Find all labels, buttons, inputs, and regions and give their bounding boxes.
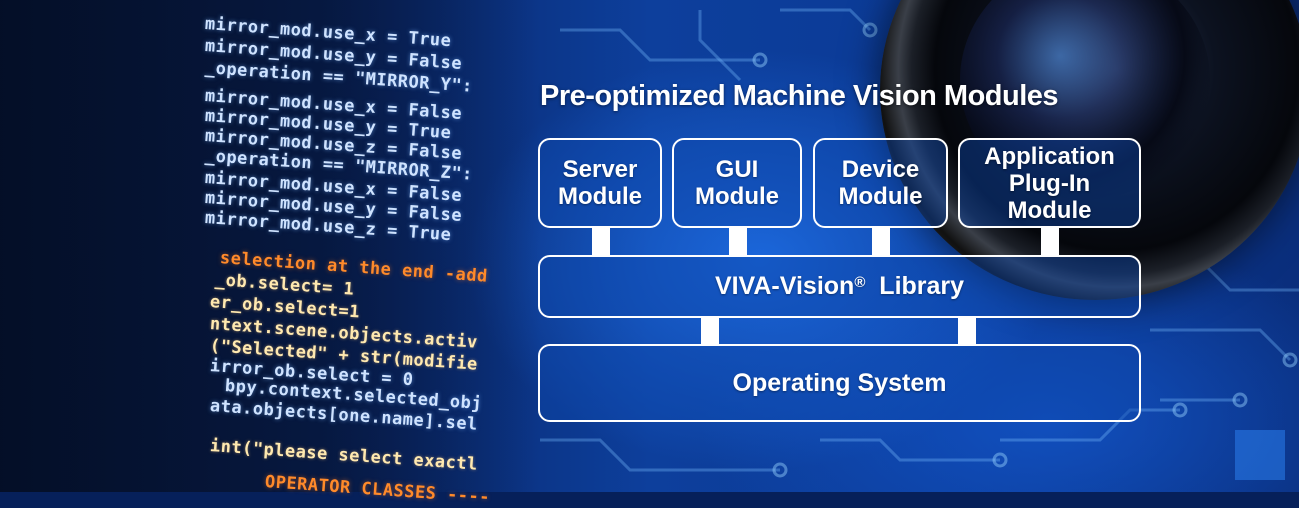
server-module-label: Server (562, 156, 638, 183)
gui-module-label-line2: Module (695, 183, 779, 210)
server-module-box: Server Module (538, 138, 662, 228)
connector (729, 228, 747, 255)
library-name: VIVA-Vision (714, 272, 855, 300)
connector (1041, 228, 1059, 255)
server-module-label-line2: Module (558, 183, 642, 210)
diagram-title: Pre-optimized Machine Vision Modules (540, 80, 1059, 112)
registered-mark: ® (854, 274, 866, 291)
library-suffix: Library (879, 272, 965, 300)
gui-module-label: GUI (715, 156, 759, 183)
circuit-board-pattern (540, 8, 1299, 480)
application-module-label: Application (984, 142, 1115, 170)
code-line: OPERATOR CLASSES ---- (264, 472, 491, 508)
os-label: Operating System (732, 368, 947, 397)
viva-vision-library-box: VIVA-Vision® Library (538, 255, 1141, 318)
device-module-label-line2: Module (838, 183, 923, 210)
operating-system-box: Operating System (538, 344, 1141, 422)
application-plugin-module-box: Application Plug-In Module (958, 138, 1141, 228)
code-background: mirror_mod.use_x = True mirror_mod.use_y… (0, 0, 540, 508)
device-module-label: Device (841, 156, 920, 183)
application-module-label-line3: Module (1007, 196, 1092, 224)
connector (701, 318, 719, 344)
application-module-label-line2: Plug-In (1008, 169, 1091, 197)
gui-module-box: GUI Module (672, 138, 802, 228)
camera-lens-glass (960, 0, 1210, 200)
connector (958, 318, 976, 344)
device-module-box: Device Module (813, 138, 948, 228)
code-line: int("please select exactl (209, 436, 479, 475)
connector (872, 228, 890, 255)
connector (592, 228, 610, 255)
